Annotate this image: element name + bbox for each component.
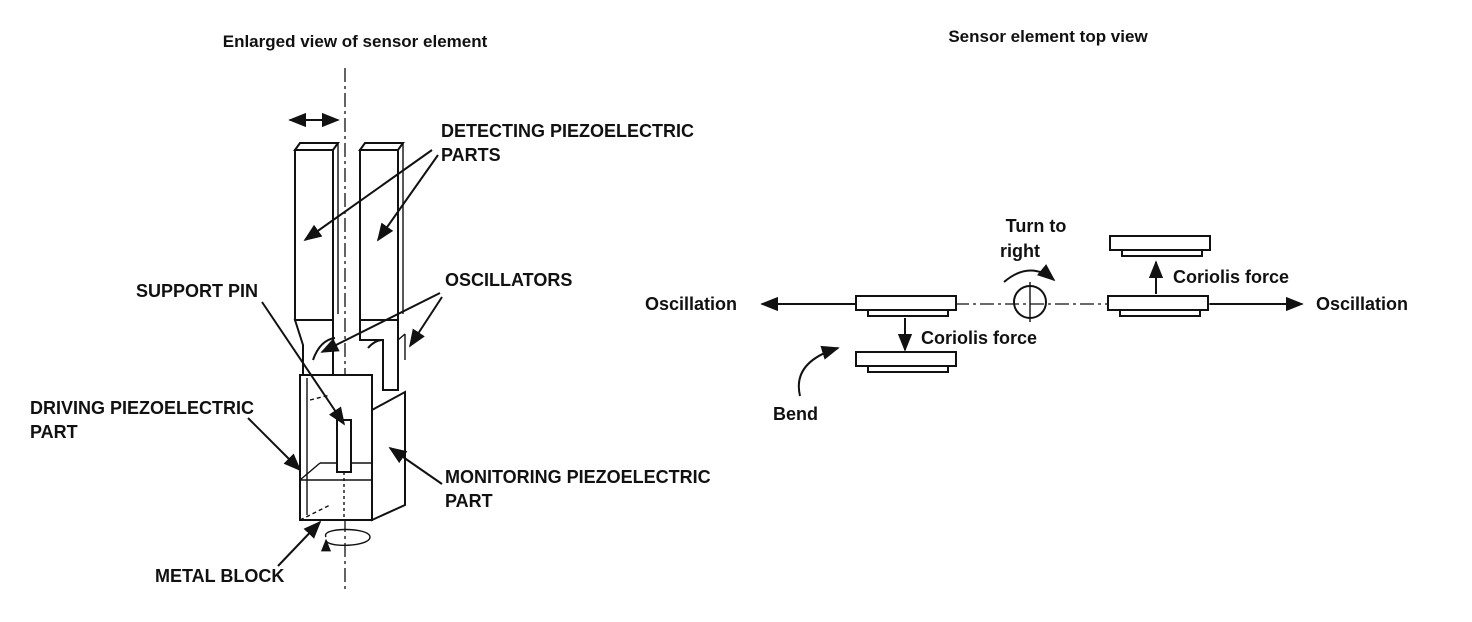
driving-arrow <box>247 417 302 472</box>
detecting-arrow-1 <box>303 149 433 242</box>
label-turn-1: Turn to <box>1006 216 1067 236</box>
label-oscillators: OSCILLATORS <box>445 270 572 290</box>
label-oscillation-right: Oscillation <box>1316 294 1408 314</box>
enlarged-view-title: Enlarged view of sensor element <box>223 32 488 51</box>
label-bend: Bend <box>773 404 818 424</box>
label-monitoring-2: PART <box>445 491 493 511</box>
label-monitoring-1: MONITORING PIEZOELECTRIC <box>445 467 711 487</box>
metal-block-arrow <box>277 520 322 567</box>
top-view-title: Sensor element top view <box>948 27 1148 46</box>
support-pin-arrow <box>261 301 346 426</box>
left-tine <box>293 142 340 376</box>
oscillator-bend-right <box>367 339 384 349</box>
label-detecting-2: PARTS <box>441 145 501 165</box>
label-coriolis-left: Coriolis force <box>921 328 1037 348</box>
label-driving-2: PART <box>30 422 78 442</box>
bend-arrow <box>797 345 840 397</box>
label-support-pin: SUPPORT PIN <box>136 281 258 301</box>
label-detecting-1: DETECTING PIEZOELECTRIC <box>441 121 694 141</box>
monitoring-arrow <box>388 446 443 485</box>
lower-body <box>299 374 406 522</box>
oscillators-arrow-2 <box>409 296 443 348</box>
turn-arrow <box>1003 264 1056 283</box>
label-oscillation-left: Oscillation <box>645 294 737 314</box>
label-turn-2: right <box>1000 241 1040 261</box>
rotation-arrow <box>321 528 371 552</box>
enlarged-view-panel: Enlarged view of sensor element <box>30 32 711 592</box>
left-tine-top <box>855 295 957 373</box>
top-view-panel: Sensor element top view Turn to <box>645 27 1408 424</box>
right-tine-top <box>1107 235 1211 317</box>
label-metal-block: METAL BLOCK <box>155 566 284 586</box>
oscillators-arrow-1 <box>320 292 441 353</box>
detecting-arrow-2 <box>376 154 439 242</box>
label-driving-1: DRIVING PIEZOELECTRIC <box>30 398 254 418</box>
label-coriolis-right: Coriolis force <box>1173 267 1289 287</box>
right-tine <box>358 142 406 391</box>
